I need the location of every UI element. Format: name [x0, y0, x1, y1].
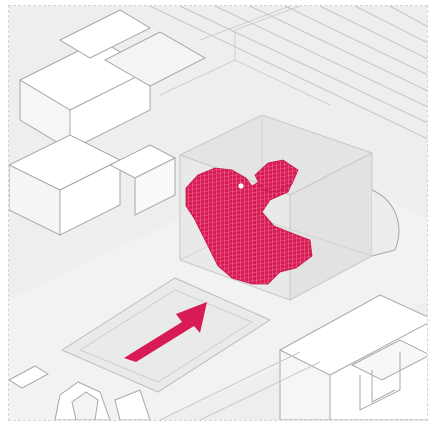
isometric-diagram: [0, 0, 436, 426]
isometric-diagram-frame: [0, 0, 436, 426]
